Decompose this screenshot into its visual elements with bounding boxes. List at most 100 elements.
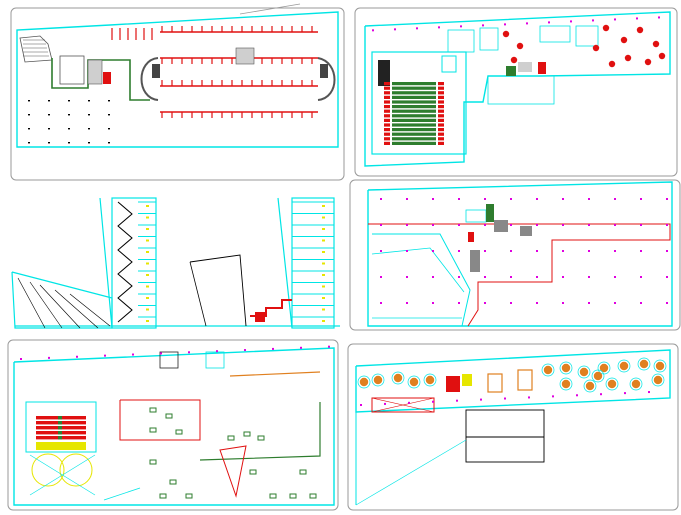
display-table — [299, 469, 307, 475]
table-chairs — [577, 365, 591, 379]
seat-end — [438, 82, 444, 86]
table-chairs — [357, 375, 371, 389]
window-mark — [146, 297, 149, 299]
column-mark — [416, 27, 418, 30]
column-mark — [614, 18, 616, 21]
column-mark — [536, 198, 538, 200]
stair-zigzag — [117, 201, 133, 323]
column-mark — [28, 128, 30, 130]
tower-slope — [277, 197, 293, 329]
auditorium-hall — [371, 51, 467, 155]
panel-frame — [347, 343, 679, 511]
table-chairs — [637, 357, 651, 371]
core-red — [468, 232, 474, 242]
window-mark — [146, 239, 149, 242]
display-table — [289, 493, 297, 499]
dining-table — [409, 377, 419, 387]
table-chairs — [653, 359, 667, 373]
core-block — [159, 351, 179, 369]
table-chairs — [629, 377, 643, 391]
aisle-mark — [58, 426, 62, 430]
display-table — [243, 431, 251, 437]
column-mark — [480, 398, 482, 401]
column-mark — [48, 142, 50, 144]
column-mark — [562, 302, 564, 304]
stair-hatch — [23, 39, 49, 57]
column-mark — [68, 114, 70, 116]
restroom-block — [479, 27, 499, 51]
column-mark — [640, 276, 642, 278]
window-mark — [146, 308, 149, 311]
canopy-roof — [189, 254, 247, 327]
column-mark — [108, 128, 110, 130]
display-table — [309, 493, 317, 499]
dining-table — [620, 36, 628, 44]
seat-end — [384, 95, 390, 99]
seat-end — [384, 82, 390, 86]
column-mark — [380, 250, 382, 252]
column-mark — [48, 114, 50, 116]
column-mark — [562, 224, 564, 226]
column-mark — [360, 404, 362, 406]
wing-left — [11, 271, 113, 329]
void-line — [355, 439, 467, 506]
column-mark — [614, 302, 616, 304]
column-mark — [640, 224, 642, 226]
lobby-furniture — [487, 75, 555, 105]
core-block — [235, 47, 255, 65]
column-mark — [640, 198, 642, 200]
dining-table — [561, 379, 571, 389]
seat-row — [392, 114, 436, 118]
seat-row — [392, 137, 436, 141]
display-table — [227, 435, 235, 441]
ground-floor-plan — [7, 339, 339, 511]
column-mark — [432, 276, 434, 278]
dining-table — [592, 44, 600, 52]
kitchen-cross — [371, 397, 435, 413]
table-chairs — [605, 377, 619, 391]
dining-table — [636, 26, 644, 34]
seat-end — [438, 123, 444, 127]
column-mark — [504, 397, 506, 400]
bar-counter — [446, 376, 460, 392]
column-mark — [588, 224, 590, 226]
column-mark — [484, 302, 486, 304]
column-mark — [588, 302, 590, 304]
seat-end — [438, 114, 444, 118]
red-pier — [219, 445, 247, 498]
table-chairs — [423, 373, 437, 387]
dining-table — [655, 361, 665, 371]
dining-table — [585, 381, 595, 391]
cyan-void — [372, 233, 471, 327]
building-section — [11, 197, 340, 329]
seat-end — [384, 123, 390, 127]
seat-end — [384, 137, 390, 141]
column-mark — [666, 250, 668, 252]
seat-end — [384, 91, 390, 95]
column-mark — [588, 198, 590, 200]
column-mark — [504, 23, 506, 26]
column-mark — [372, 29, 374, 32]
auditorium-stage — [378, 60, 390, 86]
stage-yellow — [36, 442, 86, 450]
column-grid — [380, 198, 668, 304]
lobby-core — [506, 66, 516, 76]
display-table — [149, 427, 157, 433]
table-chairs — [583, 379, 597, 393]
column-mark — [244, 349, 246, 352]
seat-row — [392, 123, 436, 127]
seat-end — [384, 114, 390, 118]
column-mark — [408, 401, 410, 404]
circular-foyer-diagonals — [29, 454, 96, 496]
dining-table — [393, 373, 403, 383]
car-marker — [320, 64, 328, 78]
dining-table — [631, 379, 641, 389]
column-mark — [380, 198, 382, 200]
dining-table — [359, 377, 369, 387]
window-mark — [146, 216, 149, 219]
column-mark — [104, 354, 106, 357]
column-mark — [666, 302, 668, 304]
canopy-strut — [189, 261, 207, 327]
column-mark — [666, 224, 668, 226]
bar-counter — [462, 374, 472, 386]
